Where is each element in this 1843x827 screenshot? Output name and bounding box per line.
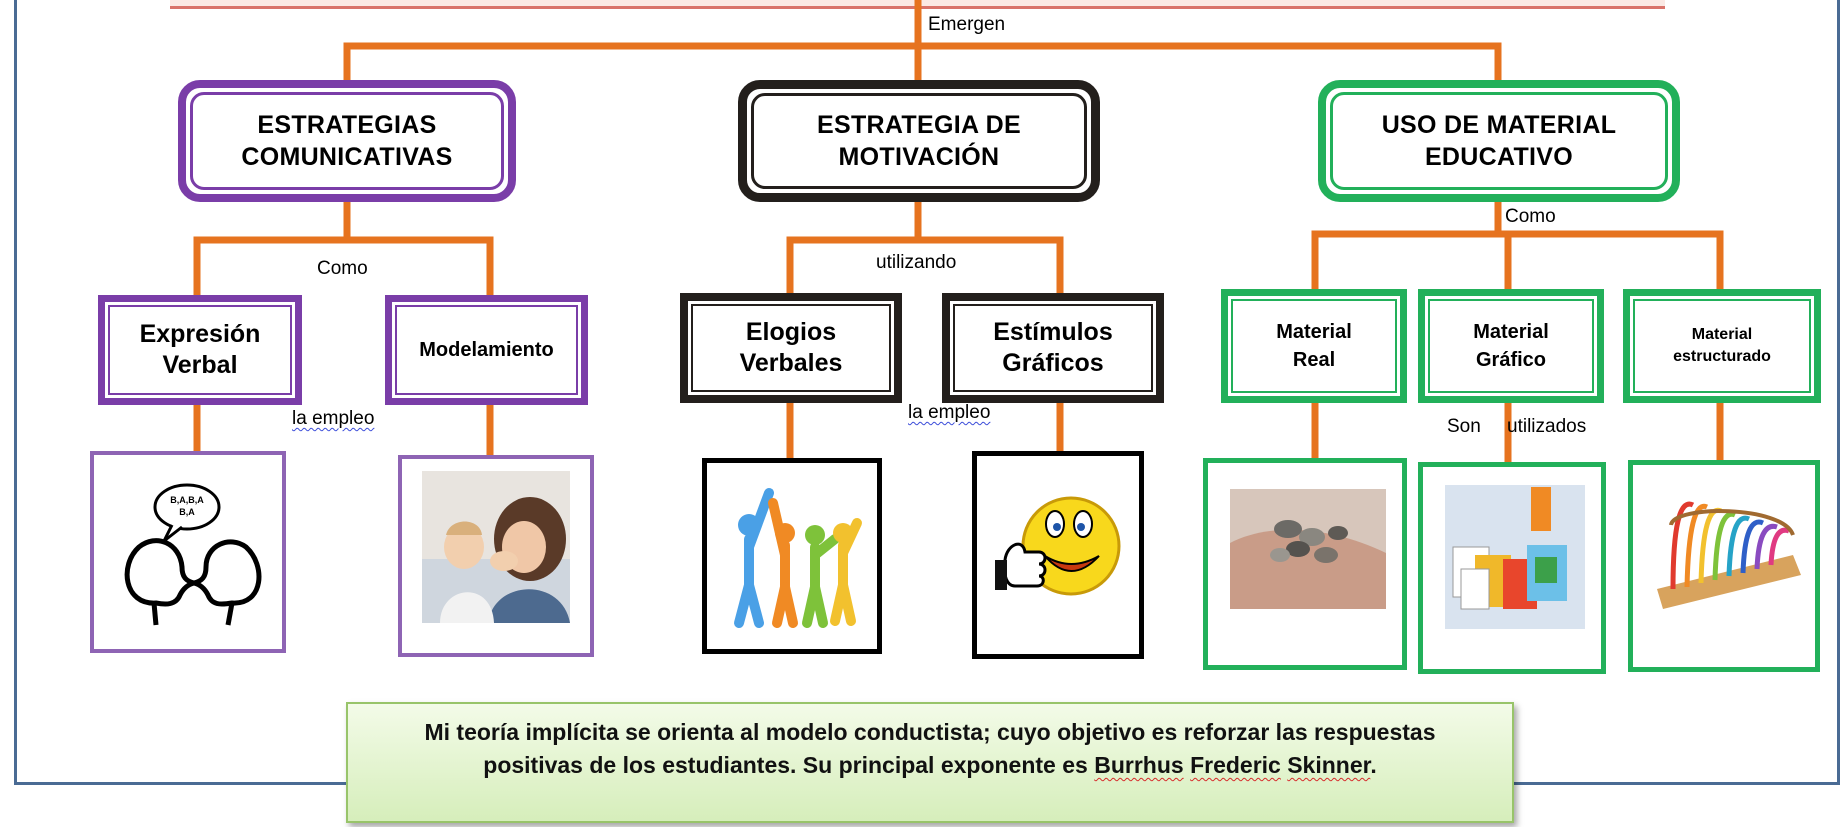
node-line2: Gráficos <box>1002 349 1104 377</box>
image-frame-talking-heads: B,A,B,A B,A <box>90 451 286 653</box>
label-son: Son <box>1447 416 1481 437</box>
note-text: Mi teoría implícita se orienta al modelo… <box>424 719 1436 778</box>
node-uso-material-educativo: USO DE MATERIAL EDUCATIVO <box>1318 80 1680 202</box>
node-line1: Expresión <box>139 320 261 348</box>
label-utilizando: utilizando <box>876 252 957 273</box>
node-material-estructurado: Material estructurado <box>1623 289 1821 403</box>
node-title-line1: USO DE MATERIAL <box>1381 111 1617 139</box>
label-como-left: Como <box>317 258 368 279</box>
node-estrategia-motivacion: ESTRATEGIA DE MOTIVACIÓN <box>738 80 1100 202</box>
label-utilizados: utilizados <box>1507 416 1587 437</box>
outer-frame-right <box>1837 0 1840 785</box>
label-la-empleo-2: la empleo <box>908 402 991 423</box>
node-line1: Material <box>1691 326 1753 343</box>
image-frame-picture-cards <box>1418 462 1606 674</box>
outer-frame-left <box>14 0 17 785</box>
node-line1: Estímulos <box>993 318 1113 346</box>
stones-in-hand-photo <box>1230 489 1386 609</box>
label-como-right: Como <box>1505 206 1556 227</box>
node-line2: Verbal <box>162 351 238 379</box>
node-title-line1: ESTRATEGIA DE <box>817 111 1021 139</box>
image-frame-modelamiento-photo <box>398 455 594 657</box>
node-line2: estructurado <box>1673 348 1771 365</box>
image-frame-clapping-figures <box>702 458 882 654</box>
node-modelamiento: Modelamiento <box>385 295 588 405</box>
image-frame-smiley-thumbs-up <box>972 451 1144 659</box>
note-name-skinner: Skinner <box>1287 752 1371 778</box>
theory-note: Mi teoría implícita se orienta al modelo… <box>346 702 1514 823</box>
image-frame-abacus <box>1628 460 1820 672</box>
talking-heads-image: B,A,B,A B,A <box>124 483 262 626</box>
node-line1: Elogios <box>745 318 837 346</box>
note-name-frederic: Frederic <box>1190 752 1281 778</box>
node-estrategias-comunicativas: ESTRATEGIAS COMUNICATIVAS <box>178 80 516 202</box>
note-end: . <box>1370 752 1377 778</box>
node-title-line2: MOTIVACIÓN <box>838 143 1000 171</box>
node-line2: Gráfico <box>1475 349 1547 371</box>
node-line1: Modelamiento <box>419 339 554 361</box>
speech-bubble-text-1: B,A,B,A <box>170 495 204 505</box>
label-emergen: Emergen <box>928 14 1006 35</box>
label-la-empleo-1: la empleo <box>292 408 375 429</box>
picture-cards-photo <box>1445 485 1585 629</box>
node-line2: Verbales <box>739 349 843 377</box>
node-title-line2: COMUNICATIVAS <box>241 143 453 171</box>
node-title-line1: ESTRATEGIAS <box>257 111 437 139</box>
node-line1: Material <box>1276 321 1352 343</box>
child-and-woman-photo <box>422 471 570 623</box>
speech-bubble-text-2: B,A <box>179 507 195 517</box>
image-frame-stones-hand <box>1203 458 1407 670</box>
node-title-line2: EDUCATIVO <box>1424 143 1574 171</box>
note-name-burrhus: Burrhus <box>1094 752 1184 778</box>
node-line1: Material <box>1473 321 1549 343</box>
smiley-thumbs-up-image <box>995 496 1121 596</box>
node-line2: Real <box>1292 349 1336 371</box>
abacus-image <box>1657 501 1801 609</box>
clapping-figures-image <box>734 488 862 628</box>
